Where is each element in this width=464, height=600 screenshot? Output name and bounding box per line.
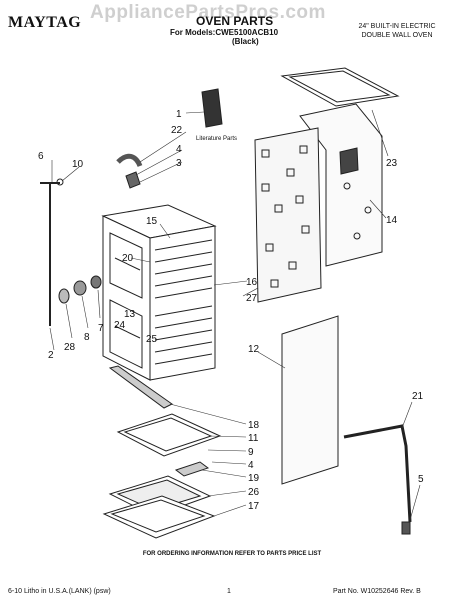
callout-13: 13: [124, 309, 136, 320]
brand-logo: MAYTAG: [8, 14, 82, 31]
power-cord: [343, 424, 412, 535]
callout-numbers: 1 22 4 3 6 10 15 20 16 27 7 8 28 2 13 24…: [38, 109, 424, 512]
page-number: 1: [227, 588, 231, 595]
callout-9: 9: [248, 447, 254, 458]
callout-12: 12: [248, 344, 260, 355]
literature-booklet: [201, 88, 223, 128]
ordering-note: FOR ORDERING INFORMATION REFER TO PARTS …: [142, 551, 322, 557]
callout-10: 10: [72, 159, 84, 170]
callout-4-bottom: 4: [248, 460, 254, 471]
callout-21: 21: [412, 391, 424, 402]
callout-1: 1: [176, 109, 182, 120]
vent-elbow: [116, 153, 143, 189]
callout-11: 11: [248, 433, 259, 444]
callout-25: 25: [146, 334, 158, 345]
callout-17: 17: [248, 501, 260, 512]
callout-22: 22: [171, 125, 183, 136]
base-tray: [102, 475, 216, 539]
product-description: 24" BUILT-IN ELECTRIC DOUBLE WALL OVEN: [335, 22, 459, 40]
callout-24: 24: [114, 320, 126, 331]
color-line: (Black): [232, 37, 259, 46]
support-rod: [40, 178, 64, 326]
literature-parts-label: Literature Parts: [196, 136, 237, 142]
bracket: [174, 461, 210, 477]
leader-lines: [49, 109, 421, 521]
side-panel: [299, 103, 383, 267]
callout-7: 7: [98, 323, 104, 334]
callout-3: 3: [176, 158, 182, 169]
callout-20: 20: [122, 253, 134, 264]
callout-4-top: 4: [176, 144, 182, 155]
callout-28: 28: [64, 342, 76, 353]
callout-2: 2: [48, 350, 54, 361]
callout-6: 6: [38, 151, 44, 162]
callout-16: 16: [246, 277, 258, 288]
rear-panel: [254, 127, 322, 303]
callout-19: 19: [248, 473, 260, 484]
top-trim-frame: [280, 67, 400, 107]
control-knobs: [58, 275, 102, 304]
callout-8: 8: [84, 332, 90, 343]
print-info: 6-10 Litho in U.S.A.(LANK) (psw): [8, 588, 111, 595]
description-line-2: DOUBLE WALL OVEN: [361, 32, 433, 39]
front-rail: [108, 365, 173, 409]
oven-cabinet-frame: [101, 204, 217, 381]
description-line-1: 24" BUILT-IN ELECTRIC: [358, 23, 436, 30]
callout-18: 18: [248, 420, 260, 431]
callout-23: 23: [386, 158, 398, 169]
callout-5: 5: [418, 474, 424, 485]
callout-27: 27: [246, 293, 258, 304]
right-side-panel: [281, 315, 339, 485]
model-line: For Models:CWE5100ACB10: [170, 28, 279, 37]
callout-14: 14: [386, 215, 398, 226]
lower-plate: [116, 413, 222, 457]
watermark: AppliancePartsPros.com: [90, 2, 326, 23]
page-title: OVEN PARTS: [196, 14, 274, 28]
callout-15: 15: [146, 216, 158, 227]
part-number: Part No. W10252646 Rev. B: [333, 588, 421, 595]
callout-26: 26: [248, 487, 260, 498]
